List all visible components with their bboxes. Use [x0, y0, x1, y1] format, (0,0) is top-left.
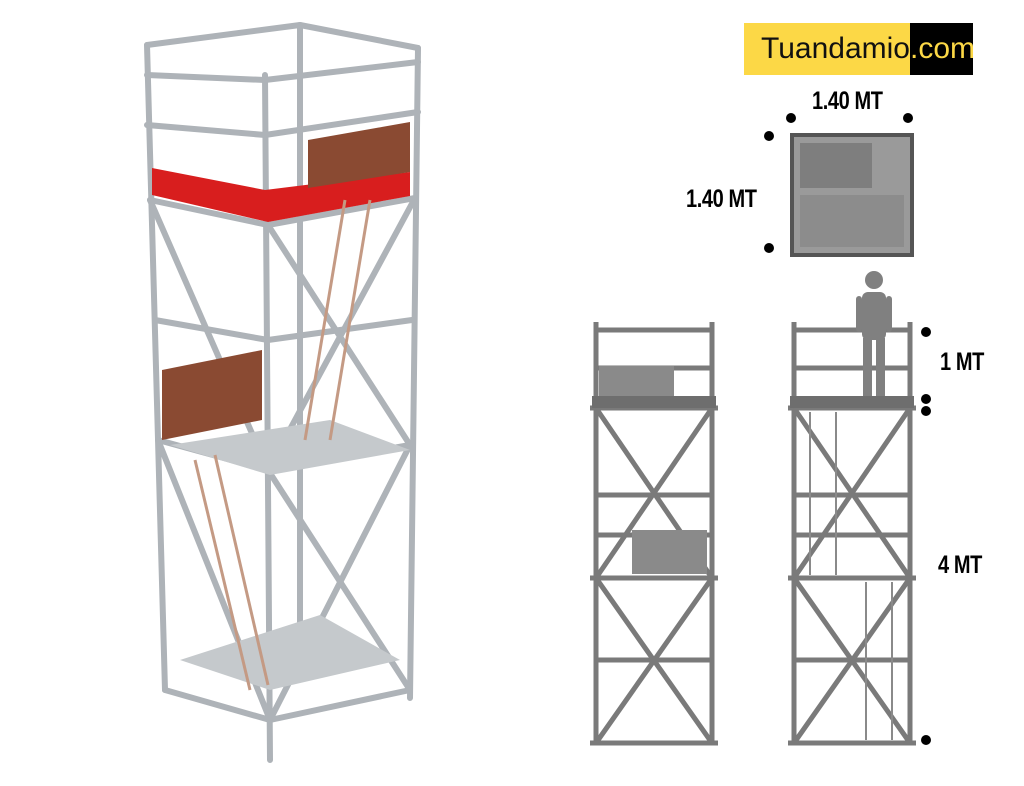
logo-name: Tuandamio: [761, 32, 910, 65]
dimension-marker: [764, 243, 774, 253]
top-view-drawing: [790, 133, 914, 257]
dimension-marker: [921, 406, 931, 416]
tower-height-label: 4 MT: [938, 551, 982, 579]
person-silhouette-icon: [856, 271, 892, 396]
platform-boards: [152, 122, 410, 690]
dimension-marker: [903, 113, 913, 123]
dimension-marker: [764, 131, 774, 141]
dimension-marker: [786, 113, 796, 123]
railing-height-label: 1 MT: [940, 348, 984, 376]
ladder: [193, 199, 372, 691]
dimension-marker: [921, 735, 931, 745]
logo-suffix: .com: [910, 32, 976, 65]
top-depth-label: 1.40 MT: [686, 185, 757, 213]
dimension-marker: [921, 327, 931, 337]
dimension-marker: [921, 394, 931, 404]
brand-logo: Tuandamio .com: [744, 23, 976, 75]
front-view-drawing: [590, 322, 718, 746]
side-view-drawing: [788, 322, 916, 746]
top-width-label: 1.40 MT: [812, 87, 883, 115]
